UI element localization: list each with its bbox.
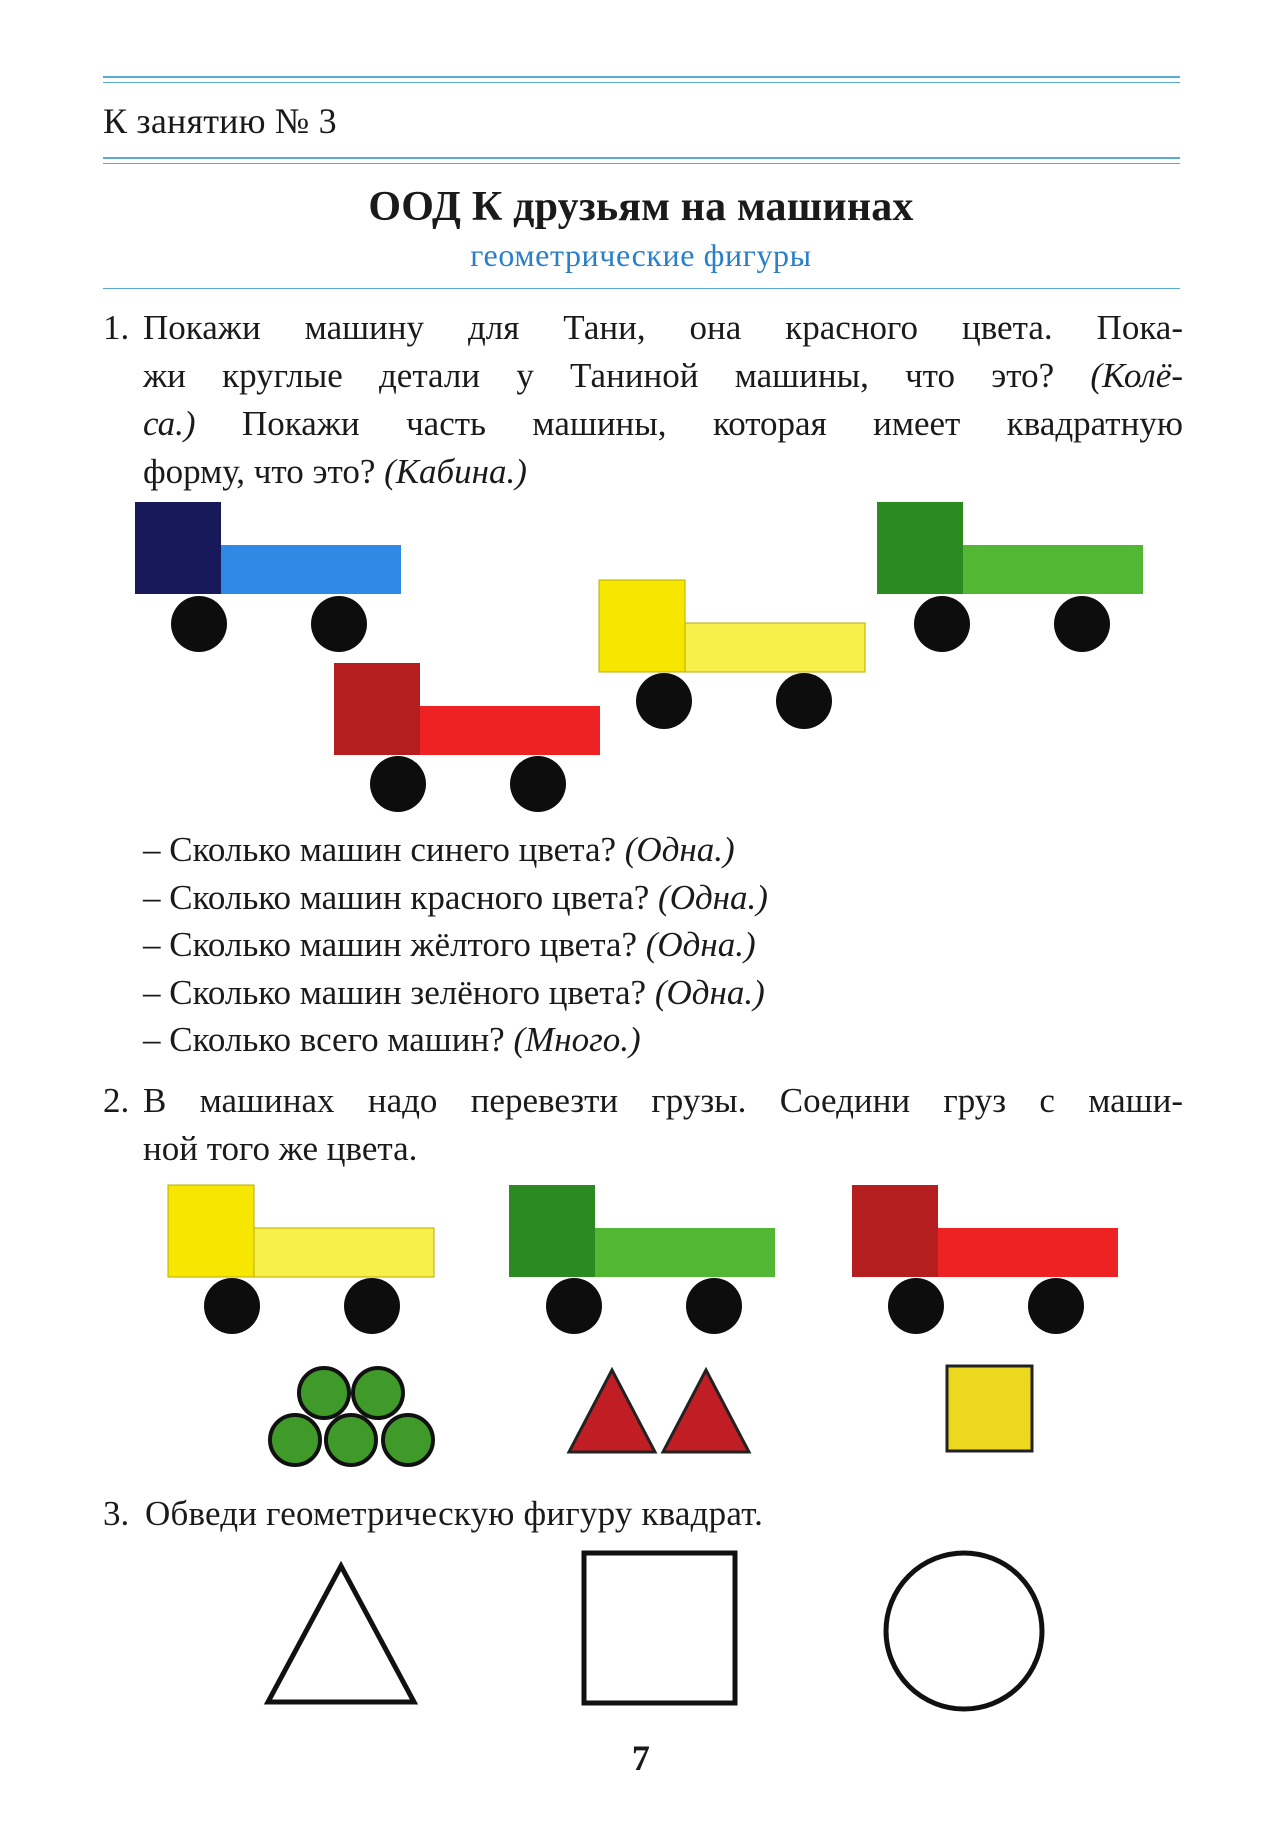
instruction-text: форму, что это? [143,452,385,491]
task2-truck-yellow-body [253,1227,435,1278]
question-item: – Сколько машин зелёного цвета? (Одна.) [143,973,765,1013]
lesson-label: К занятию № 3 [103,101,337,141]
truck-yellow[interactable] [598,579,866,729]
task2-truck-yellow-wheel-front [204,1278,260,1334]
instruction-text: жи круглые детали у Таниной машины, что … [143,356,1091,395]
question-item: – Сколько машин синего цвета? (Одна.) [143,830,735,870]
cargo-triangle [660,1366,752,1454]
cargo-yellow-square[interactable] [945,1364,1034,1453]
question-item: – Сколько машин жёлтого цвета? (Одна.) [143,925,756,965]
truck-green-body [963,545,1143,594]
task3-number: 3. [103,1494,130,1533]
cargo-red-triangles[interactable] [566,1366,752,1454]
task2-truck-green-wheel-front [546,1278,602,1334]
truck-red-cab [334,663,420,755]
question-answer: (Одна.) [654,972,765,1012]
outline-triangle[interactable] [263,1560,419,1705]
question-text: – Сколько машин красного цвета? [143,877,659,917]
truck-blue[interactable] [135,502,401,652]
cargo-triangle [566,1366,658,1454]
truck-red-body [420,706,600,755]
truck-blue-body [221,545,401,594]
task2-truck-red-body [938,1228,1118,1277]
task2-truck-green[interactable] [509,1185,775,1334]
header-rule-bottom-1 [103,157,1180,159]
task2-truck-green-cab [509,1185,595,1277]
truck-red[interactable] [334,663,600,812]
truck-green-wheel-back [1054,596,1110,652]
task2-truck-red-cab [852,1185,938,1277]
question-text: – Сколько машин зелёного цвета? [143,972,655,1012]
task2-truck-red-wheel-back [1028,1278,1084,1334]
answer-text: са.) [143,404,196,443]
truck-green-wheel-front [914,596,970,652]
truck-blue-wheel-back [311,596,367,652]
question-answer: (Много.) [513,1020,641,1059]
truck-blue-cab [135,502,221,594]
header-rule-top-2 [103,82,1180,83]
truck-yellow-wheel-front [636,673,692,729]
question-answer: (Одна.) [645,925,756,964]
page-number: 7 [631,1738,651,1778]
task1-line-3: са.) Покажи часть машины, которая имеет … [143,400,1183,448]
question-item: – Сколько всего машин? (Много.) [143,1020,641,1060]
task2-truck-green-wheel-back [686,1278,742,1334]
task1-line-4: форму, что это? (Кабина.) [143,448,1183,496]
task1-number: 1. [103,308,130,347]
task2-number: 2. [103,1081,130,1120]
answer-text: (Кабина.) [384,452,527,491]
cargo-log [381,1413,435,1467]
cargo-log [324,1413,378,1467]
truck-green-cab [877,502,963,594]
question-text: – Сколько машин жёлтого цвета? [143,925,646,964]
cargo-log [351,1366,405,1420]
cargo-log [297,1366,351,1420]
truck-yellow-cab [598,579,686,673]
task2-line-2: ной того же цвета. [143,1129,418,1168]
task1-line-1: Покажи машину для Тани, она красного цве… [143,304,1183,352]
task2-text: В машинах надо перевезти грузы. Соедини … [143,1077,1183,1173]
header-rule-bottom-2 [103,163,1180,164]
task2-line-1: В машинах надо перевезти грузы. Соедини … [143,1081,1183,1120]
truck-green[interactable] [877,502,1143,652]
outline-square[interactable] [581,1550,738,1706]
instruction-text: Покажи машину для Тани, она красного цве… [143,308,1183,347]
truck-red-wheel-front [370,756,426,812]
outline-circle[interactable] [883,1550,1045,1712]
task2-truck-yellow-cab [167,1184,255,1278]
question-text: – Сколько всего машин? [143,1020,514,1059]
question-item: – Сколько машин красного цвета? (Одна.) [143,878,768,918]
answer-text: (Колё- [1090,356,1183,395]
task2-truck-yellow[interactable] [167,1184,435,1334]
task1-text: Покажи машину для Тани, она красного цве… [143,304,1183,496]
cargo-green-logs[interactable] [268,1366,435,1467]
cargo-log [268,1413,322,1467]
task2-truck-green-body [595,1228,775,1277]
subtitle-rule [103,288,1180,289]
task2-truck-red-wheel-front [888,1278,944,1334]
truck-yellow-wheel-back [776,673,832,729]
truck-blue-wheel-front [171,596,227,652]
truck-yellow-body [684,622,866,673]
truck-red-wheel-back [510,756,566,812]
question-text: – Сколько машин синего цвета? [143,830,625,869]
task1-line-2: жи круглые детали у Таниной машины, что … [143,352,1183,400]
task2-truck-yellow-wheel-back [344,1278,400,1334]
header-rule-top-1 [103,76,1180,78]
instruction-text: Покажи часть машины, которая имеет квадр… [195,404,1183,443]
page-title: ООД К друзьям на машинах [368,184,914,230]
task3-text: Обведи геометрическую фигуру квадрат. [145,1494,764,1533]
question-answer: (Одна.) [658,877,768,917]
page-subtitle: геометрические фигуры [470,237,812,273]
task2-truck-red[interactable] [852,1185,1118,1334]
question-answer: (Одна.) [624,830,735,869]
